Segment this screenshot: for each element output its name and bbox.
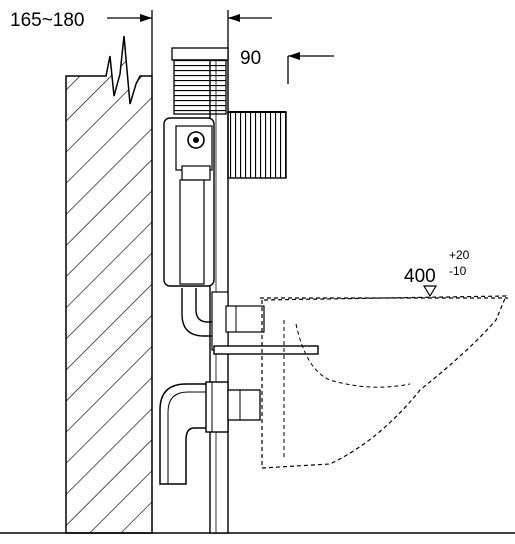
seat-height-label: 400 (404, 266, 436, 287)
toilet-pan (260, 295, 508, 469)
frame-depth-dimension: 90 (227, 10, 334, 84)
cistern-top (171, 47, 229, 115)
support-bracket (213, 345, 319, 355)
flush-pipe (181, 288, 265, 351)
wall (65, 35, 153, 534)
seat-height-tol-plus: +20 (449, 248, 470, 262)
wall-depth-label: 165~180 (10, 10, 85, 31)
wall-depth-dimension: 165~180 (10, 10, 153, 76)
seat-height-tol-minus: -10 (449, 264, 467, 278)
frame-depth-label: 90 (240, 48, 261, 69)
cistern-body (163, 117, 215, 287)
flush-plate (227, 111, 287, 179)
waste-pipe (159, 381, 261, 485)
seat-height-dimension: 400 +20 -10 (404, 248, 470, 298)
